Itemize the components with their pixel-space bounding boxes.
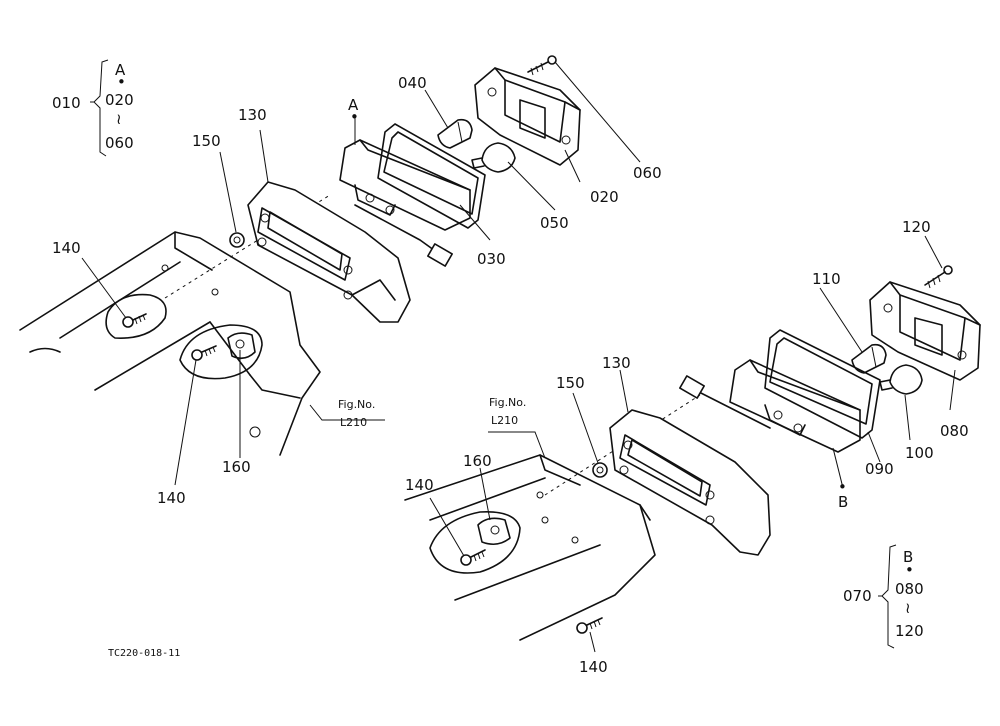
right-bracket-130	[609, 409, 771, 556]
label-080: 080	[940, 422, 969, 440]
label-020: 020	[590, 188, 619, 206]
label-140-left-bottom: 140	[157, 489, 186, 507]
right-screw-120	[924, 265, 953, 289]
label-fig-left-1: Fig.No.	[338, 398, 375, 411]
label-010: 010	[52, 94, 81, 112]
left-nut-160	[227, 332, 256, 360]
label-160-right: 160	[463, 452, 492, 470]
label-tilde-b: ≀	[905, 599, 911, 617]
right-nut-150	[592, 462, 608, 478]
part-labels: 010 A • 020 ≀ 060 040 A • 060 020 050 03…	[52, 61, 969, 676]
right-screw-140-top	[460, 549, 486, 566]
right-bulb-100	[879, 364, 923, 395]
left-gasket-030	[377, 123, 486, 229]
label-090: 090	[865, 460, 894, 478]
left-screw-140-top	[122, 313, 147, 328]
label-b-dot: •	[838, 478, 847, 496]
label-150-left: 150	[192, 132, 221, 150]
drawing-code: TC220-018-11	[108, 648, 180, 659]
label-040: 040	[398, 74, 427, 92]
label-160-left: 160	[222, 458, 251, 476]
right-bulb-110	[851, 343, 887, 374]
label-050: 050	[540, 214, 569, 232]
right-leaders	[429, 235, 956, 653]
label-080-group: 080	[895, 580, 924, 598]
right-mounting-plate	[429, 511, 521, 574]
label-b-marker: B	[838, 493, 848, 511]
label-020-group: 020	[105, 91, 134, 109]
label-150-right: 150	[556, 374, 585, 392]
left-screw-140-bottom	[191, 345, 217, 361]
label-140-left-top: 140	[52, 239, 81, 257]
label-fig-right-1: Fig.No.	[489, 396, 526, 409]
label-100: 100	[905, 444, 934, 462]
label-group-b: B	[903, 548, 913, 566]
left-bracket-130	[247, 181, 411, 323]
right-nut-160	[477, 517, 511, 546]
label-120: 120	[902, 218, 931, 236]
group-bracket-right	[878, 544, 897, 649]
label-a-dot: •	[350, 108, 359, 126]
left-leaders	[81, 61, 641, 486]
label-dot-a: •	[117, 73, 126, 91]
right-lens-cover-080	[869, 281, 981, 381]
label-fig-right-2: L210	[491, 414, 518, 427]
label-060-group: 060	[105, 134, 134, 152]
right-gasket-090	[764, 329, 881, 439]
label-a-marker: A	[348, 96, 359, 114]
label-fig-left-2: L210	[340, 416, 367, 429]
label-030: 030	[477, 250, 506, 268]
label-060: 060	[633, 164, 662, 182]
label-dot-b: •	[905, 561, 914, 579]
left-screw-060	[527, 55, 557, 76]
label-070: 070	[843, 587, 872, 605]
group-bracket-left	[90, 59, 109, 157]
label-group-a: A	[115, 61, 126, 79]
label-tilde-a: ≀	[116, 110, 122, 128]
label-130-right: 130	[602, 354, 631, 372]
label-120-group: 120	[895, 622, 924, 640]
left-bulb-040	[437, 118, 473, 149]
label-110: 110	[812, 270, 841, 288]
left-mounting-plate	[105, 293, 263, 380]
right-screw-140-bottom	[576, 617, 603, 634]
left-nut-150	[229, 232, 245, 248]
left-bulb-050	[471, 142, 516, 173]
label-140-right-top: 140	[405, 476, 434, 494]
right-lamp-base-090	[679, 359, 861, 453]
left-lens-cover-020	[474, 67, 581, 166]
label-140-right-bottom: 140	[579, 658, 608, 676]
left-lamp-base-030	[339, 139, 471, 267]
label-130-left: 130	[238, 106, 267, 124]
